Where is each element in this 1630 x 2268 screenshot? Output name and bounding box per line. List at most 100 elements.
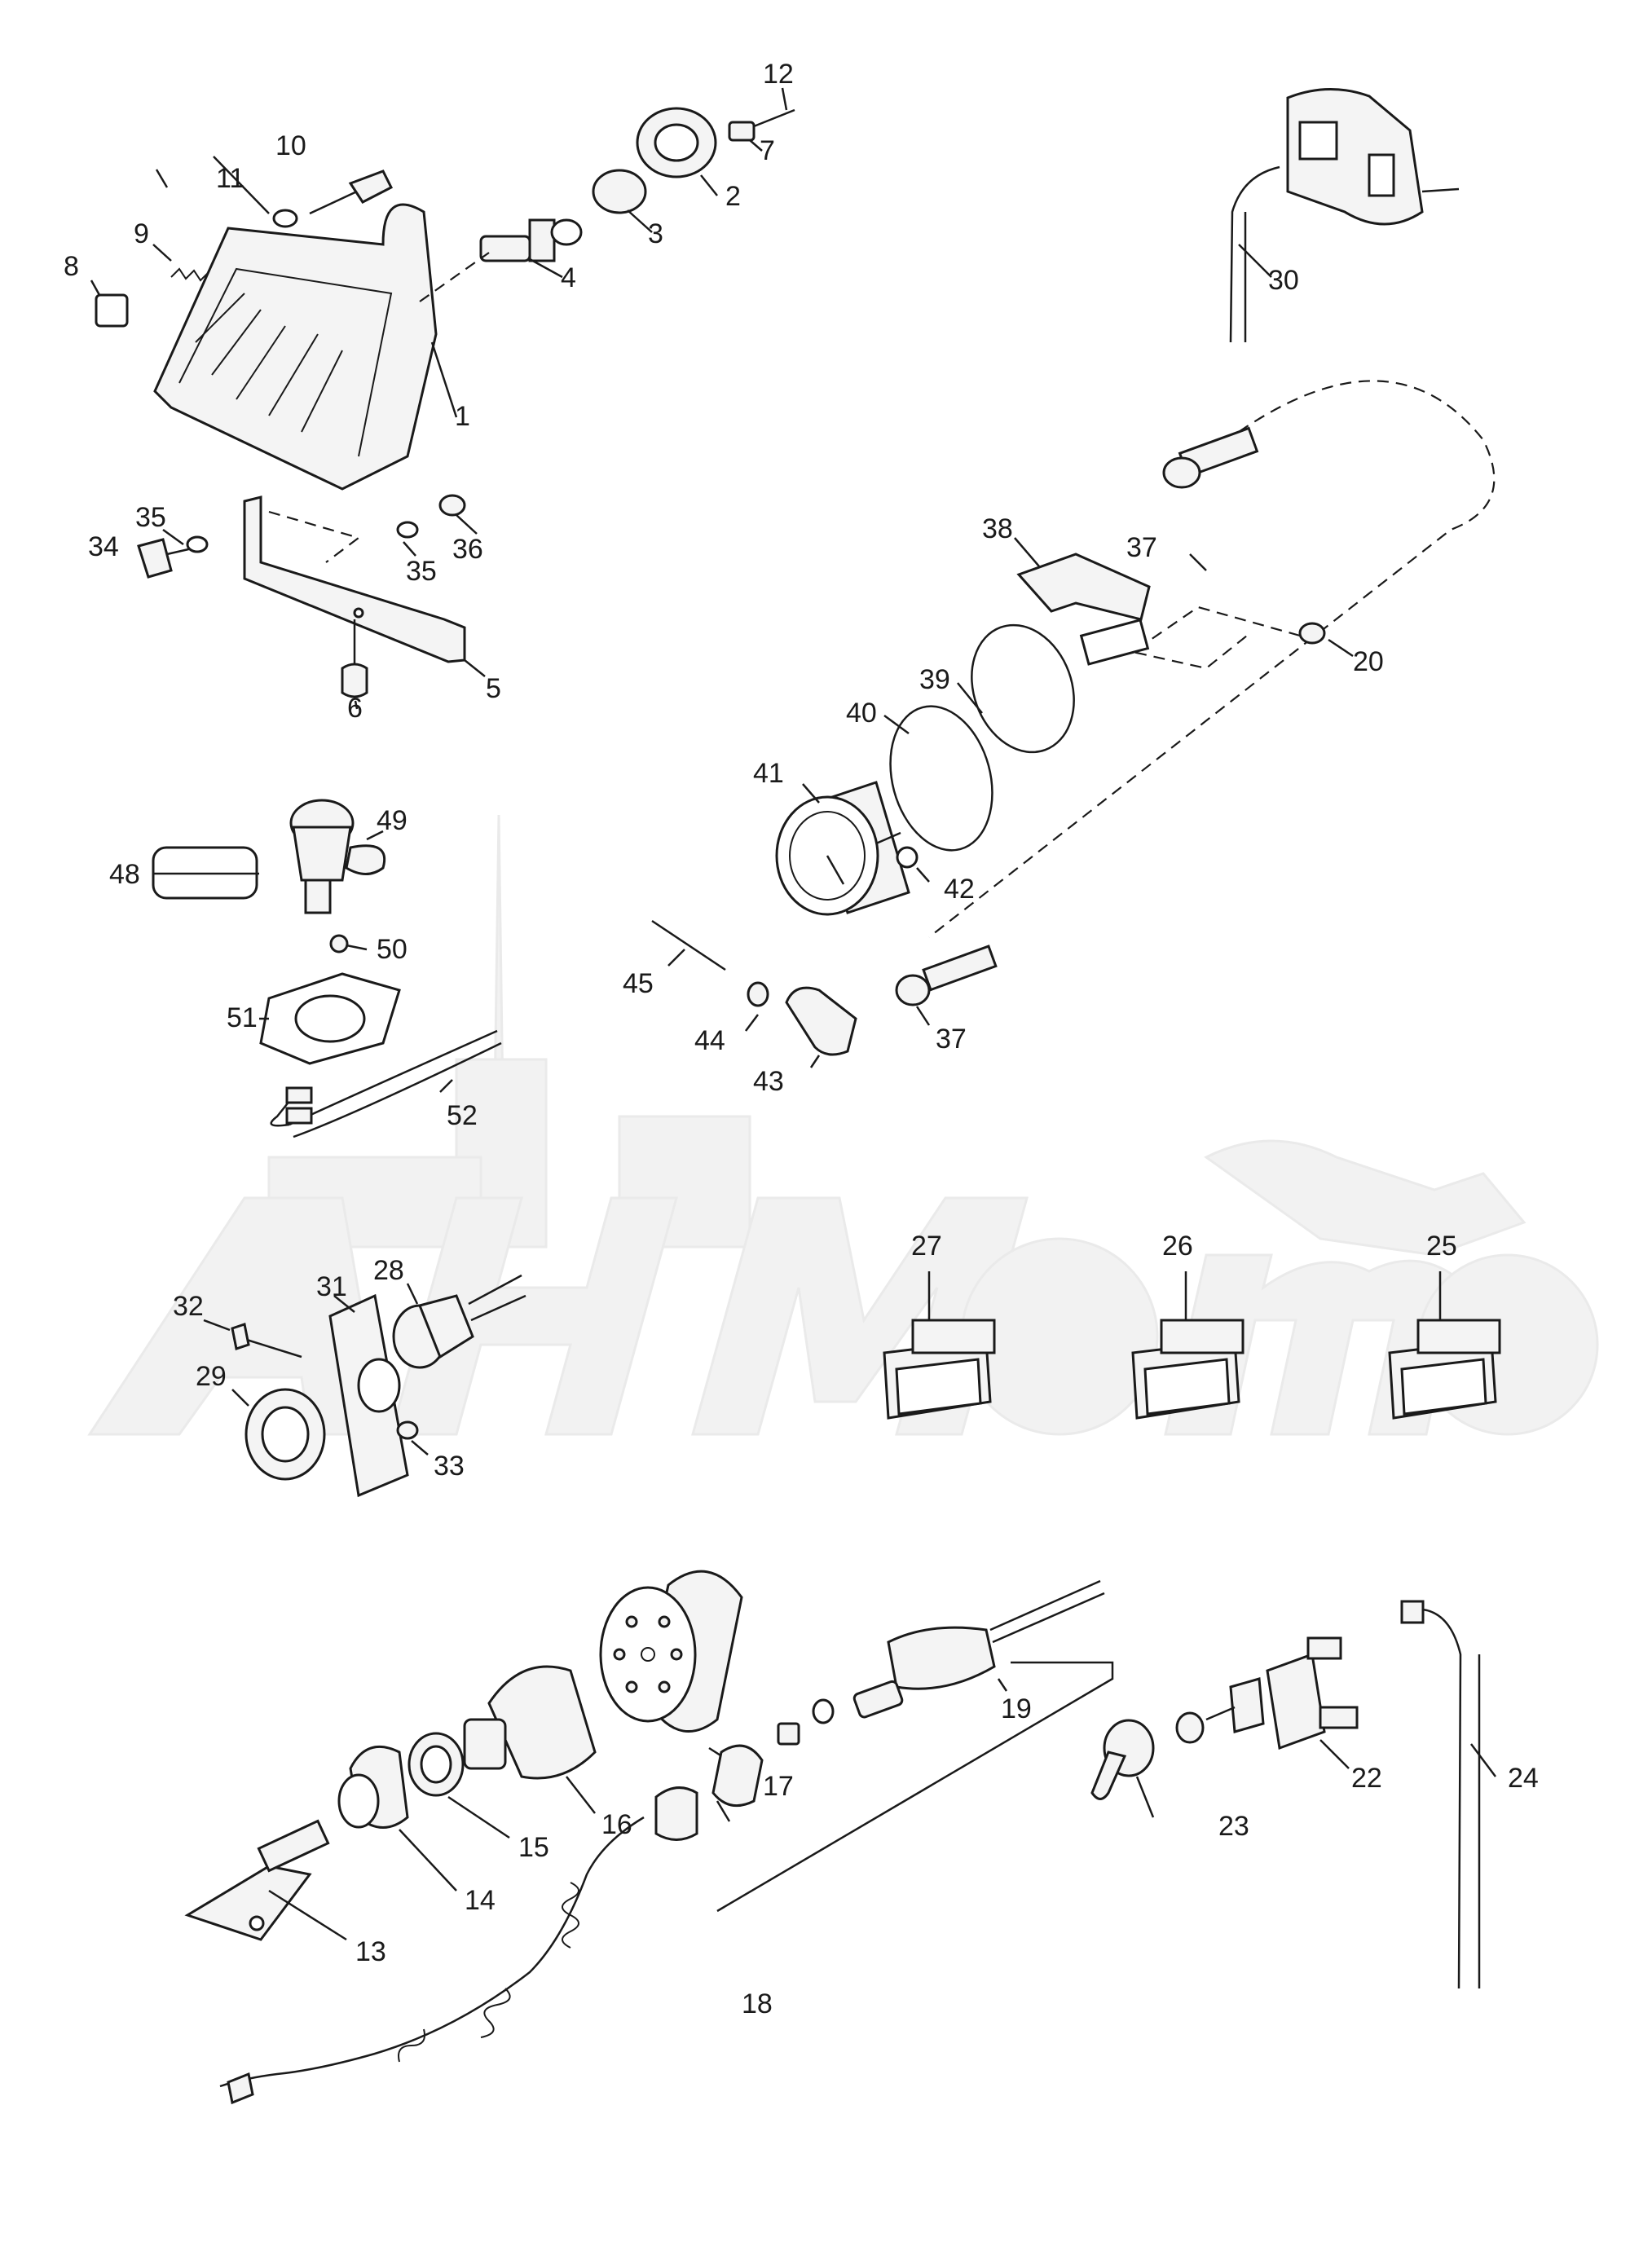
bolt-34: [137, 538, 173, 579]
callout-48: 48: [109, 859, 140, 890]
callout-18: 18: [742, 1988, 773, 2019]
plate-group: [203, 1274, 526, 1498]
o-ring-39: [971, 623, 1075, 754]
washer-11: [272, 209, 298, 228]
callout-17: 17: [763, 1771, 794, 1802]
callout-51: 51: [227, 1002, 258, 1033]
callout-16: 16: [601, 1809, 632, 1840]
spring-9: [170, 267, 209, 282]
callout-labels: 1 2 3 4 5 6 7 8 9 10 11 12 13 14 15 16 1…: [64, 59, 1539, 2019]
ring-3: [592, 169, 647, 214]
callout-19: 19: [1001, 1693, 1032, 1724]
gauge-group: [651, 380, 1496, 1068]
nut-33: [396, 1420, 419, 1440]
callout-41: 41: [753, 758, 784, 789]
callout-49: 49: [377, 805, 408, 836]
nut-6: [341, 663, 368, 698]
callout-11: 11: [216, 163, 244, 194]
boot-23: [1090, 1719, 1155, 1800]
callout-42: 42: [944, 874, 975, 905]
switch-27: [883, 1271, 996, 1420]
washer-35b: [396, 521, 419, 539]
ring-40: [889, 705, 993, 852]
callout-40: 40: [846, 698, 877, 729]
cable-end-37-top: [1162, 426, 1259, 489]
callout-34: 34: [88, 531, 119, 562]
nut-42: [896, 846, 919, 869]
watermark-logo: [87, 814, 1599, 1436]
cover-17: [599, 1570, 743, 1733]
bracket-group: [137, 494, 486, 710]
callout-12: 12: [763, 59, 794, 90]
callout-22: 22: [1351, 1763, 1382, 1794]
callout-2: 2: [725, 181, 741, 212]
key-13: [184, 1819, 330, 1941]
plug-18: [711, 1744, 764, 1808]
cable-end-37-bottom: [895, 945, 998, 1006]
clip-8: [95, 293, 129, 328]
callout-29: 29: [196, 1361, 227, 1392]
toggle-22: [1205, 1636, 1359, 1751]
screw-50: [329, 934, 349, 953]
callout-39: 39: [919, 664, 950, 695]
washer-44: [747, 981, 769, 1007]
lanyard-group: [219, 1579, 1114, 2105]
bezel-29: [244, 1388, 326, 1481]
callout-31: 31: [316, 1271, 347, 1302]
callout-20: 20: [1353, 646, 1384, 677]
gasket-51: [259, 972, 401, 1065]
callout-52: 52: [447, 1100, 478, 1131]
elbow-43: [785, 986, 857, 1056]
toggle-group: [1090, 1600, 1496, 1989]
callout-28: 28: [373, 1255, 404, 1286]
gauge-41: [775, 781, 910, 916]
switch-body-16: [463, 1665, 597, 1780]
callout-50: 50: [377, 934, 408, 965]
callout-37a: 37: [1126, 532, 1157, 563]
callout-45: 45: [623, 968, 654, 999]
callout-24: 24: [1508, 1763, 1539, 1794]
wire-12: [753, 108, 795, 128]
callout-43: 43: [753, 1066, 784, 1097]
callout-10: 10: [275, 130, 306, 161]
callout-6: 6: [347, 693, 363, 724]
callout-26: 26: [1162, 1231, 1193, 1262]
callout-35a: 35: [135, 502, 166, 533]
bezel-14: [337, 1745, 409, 1829]
washer-35a: [186, 535, 209, 553]
nut-36: [438, 494, 466, 517]
callout-8: 8: [64, 251, 79, 282]
callout-30: 30: [1268, 265, 1299, 296]
callout-27: 27: [911, 1231, 942, 1262]
bracket-5: [243, 495, 466, 663]
callout-15: 15: [518, 1832, 549, 1863]
callout-33: 33: [434, 1451, 465, 1482]
callout-5: 5: [486, 673, 501, 704]
switch-25: [1388, 1271, 1501, 1420]
callout-36: 36: [452, 534, 483, 565]
connector-7: [728, 121, 756, 142]
callout-7: 7: [760, 135, 775, 166]
callout-35b: 35: [406, 556, 437, 587]
cable-19: [887, 1626, 996, 1690]
headlamp-group: [90, 87, 795, 491]
clip-20: [1298, 622, 1326, 645]
callout-32: 32: [173, 1291, 204, 1322]
switch-plate-30: [1229, 87, 1460, 343]
callout-9: 9: [134, 218, 149, 249]
callout-38: 38: [982, 513, 1013, 544]
callout-25: 25: [1426, 1231, 1457, 1262]
callout-14: 14: [465, 1885, 496, 1916]
wire-24: [1400, 1600, 1496, 1989]
nut-22: [1175, 1711, 1205, 1744]
callout-23: 23: [1218, 1811, 1249, 1842]
callout-4: 4: [561, 262, 576, 293]
callout-1: 1: [455, 401, 470, 432]
bulb-4: [479, 218, 583, 262]
callout-37b: 37: [936, 1024, 967, 1055]
callout-13: 13: [355, 1936, 386, 1967]
callout-3: 3: [648, 218, 663, 249]
callout-44: 44: [694, 1025, 725, 1056]
ignition-group: [184, 1570, 755, 1941]
